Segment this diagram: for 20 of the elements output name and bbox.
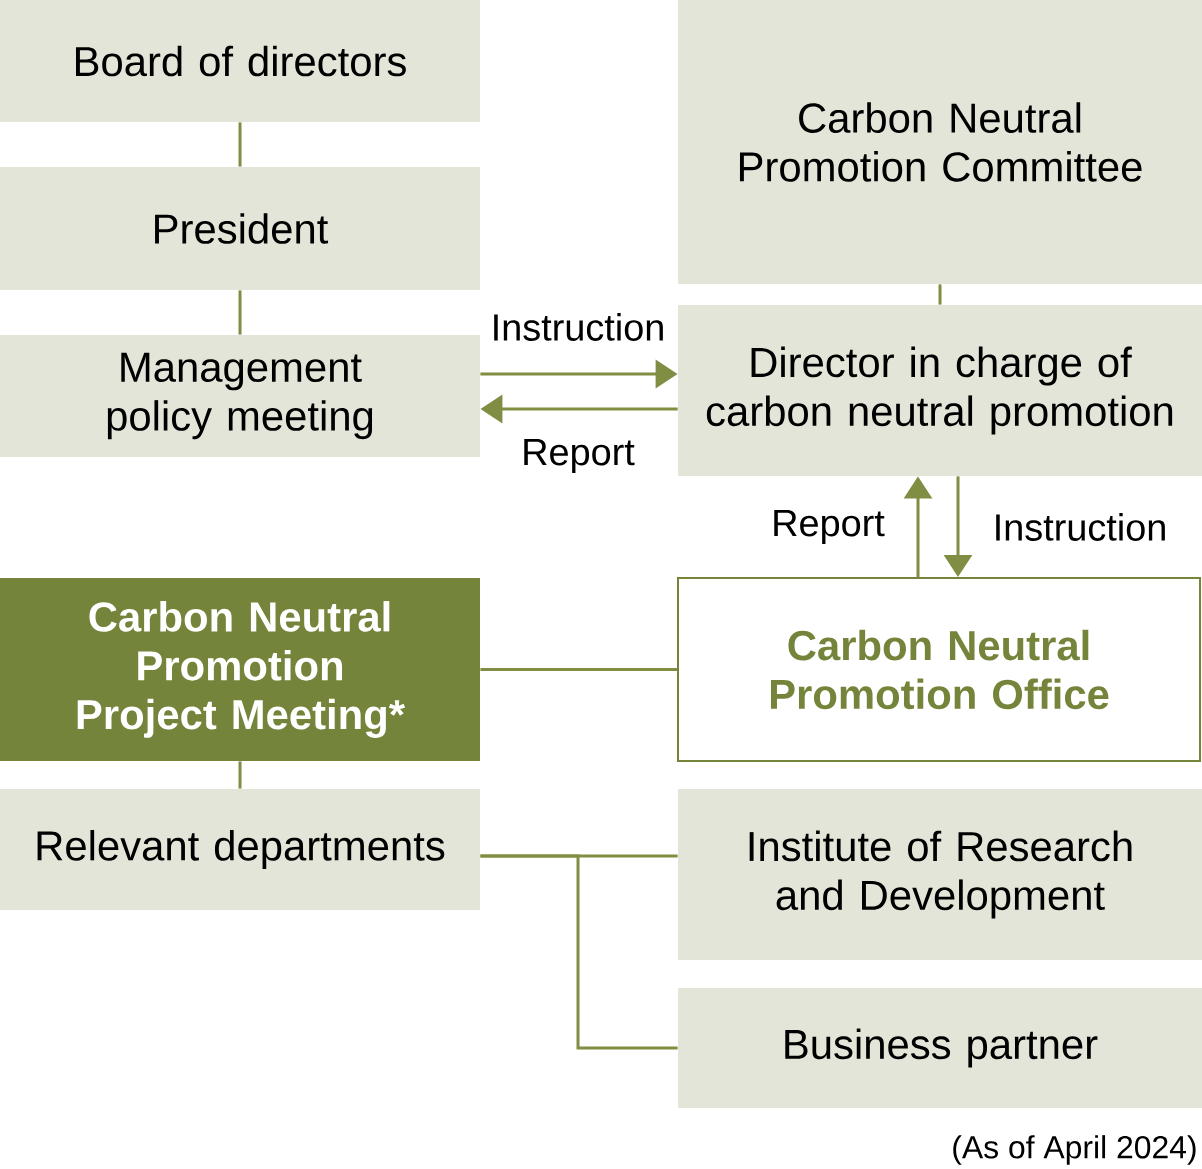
org-box: Business partner bbox=[678, 988, 1202, 1108]
org-box: Carbon Neutral Promotion Office bbox=[677, 577, 1201, 762]
edge-label: Instruction bbox=[996, 513, 1165, 541]
org-box: Institute of Research and Development bbox=[678, 789, 1202, 960]
connector-line bbox=[938, 284, 942, 305]
org-box: Carbon Neutral Promotion Project Meeting* bbox=[0, 578, 480, 761]
org-box: Carbon Neutral Promotion Committee bbox=[678, 0, 1202, 284]
org-box: President bbox=[0, 167, 480, 290]
connector-line bbox=[238, 761, 242, 789]
org-box: Management policy meeting bbox=[0, 335, 480, 457]
connector-line bbox=[480, 854, 678, 1050]
org-box: Board of directors bbox=[0, 0, 480, 122]
connector-line bbox=[238, 122, 242, 167]
edge-label: Report bbox=[774, 510, 885, 544]
org-box: Director in charge of carbon neutral promotion bbox=[678, 305, 1202, 476]
connector-line bbox=[480, 668, 677, 671]
edge-label: Report bbox=[524, 439, 635, 473]
org-box: Relevant departments bbox=[0, 789, 480, 910]
edge-label: Instruction bbox=[494, 313, 663, 341]
connector-line bbox=[238, 290, 242, 335]
